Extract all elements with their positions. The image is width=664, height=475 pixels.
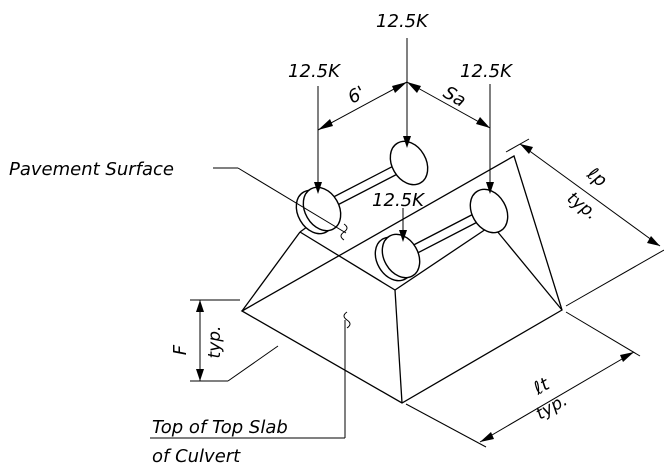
leader-pavement-surface [213,167,348,241]
wheel-front-right [469,188,509,234]
leader-top-slab [150,311,351,439]
left-slant-edge [241,231,301,312]
load-label-right: 12.5K [460,61,513,82]
label-top-slab-line2: of Culvert [152,446,241,467]
wheel-front-left-face [381,233,421,279]
dimension-label-patch-length-typ: typ. [563,188,601,224]
dimension-label-patch-length: ℓp [582,163,611,192]
dimension-label-fill-depth-typ: typ. [205,326,225,359]
dimension-axle-wheel [317,81,491,131]
dimension-top-length [405,311,641,448]
dimension-patch-length [505,138,664,307]
front-corner-edge [394,289,403,404]
label-pavement-surface: Pavement Surface [9,159,174,180]
label-top-slab-line1: Top of Top Slab [152,417,288,438]
axle-front [374,188,509,282]
wheel-back-right [389,140,429,186]
wheel-back-left-face [302,186,342,232]
axle-back [295,140,429,235]
dimension-fill-depth [190,299,279,382]
load-label-front: 12.5K [372,190,425,211]
load-label-top: 12.5K [376,11,429,32]
right-slant-edge [491,224,563,311]
dimension-label-wheel-spacing: Sa [440,82,470,111]
dimension-label-fill-depth: F [170,344,191,355]
load-arrows [314,38,494,242]
load-label-left: 12.5K [288,61,341,82]
